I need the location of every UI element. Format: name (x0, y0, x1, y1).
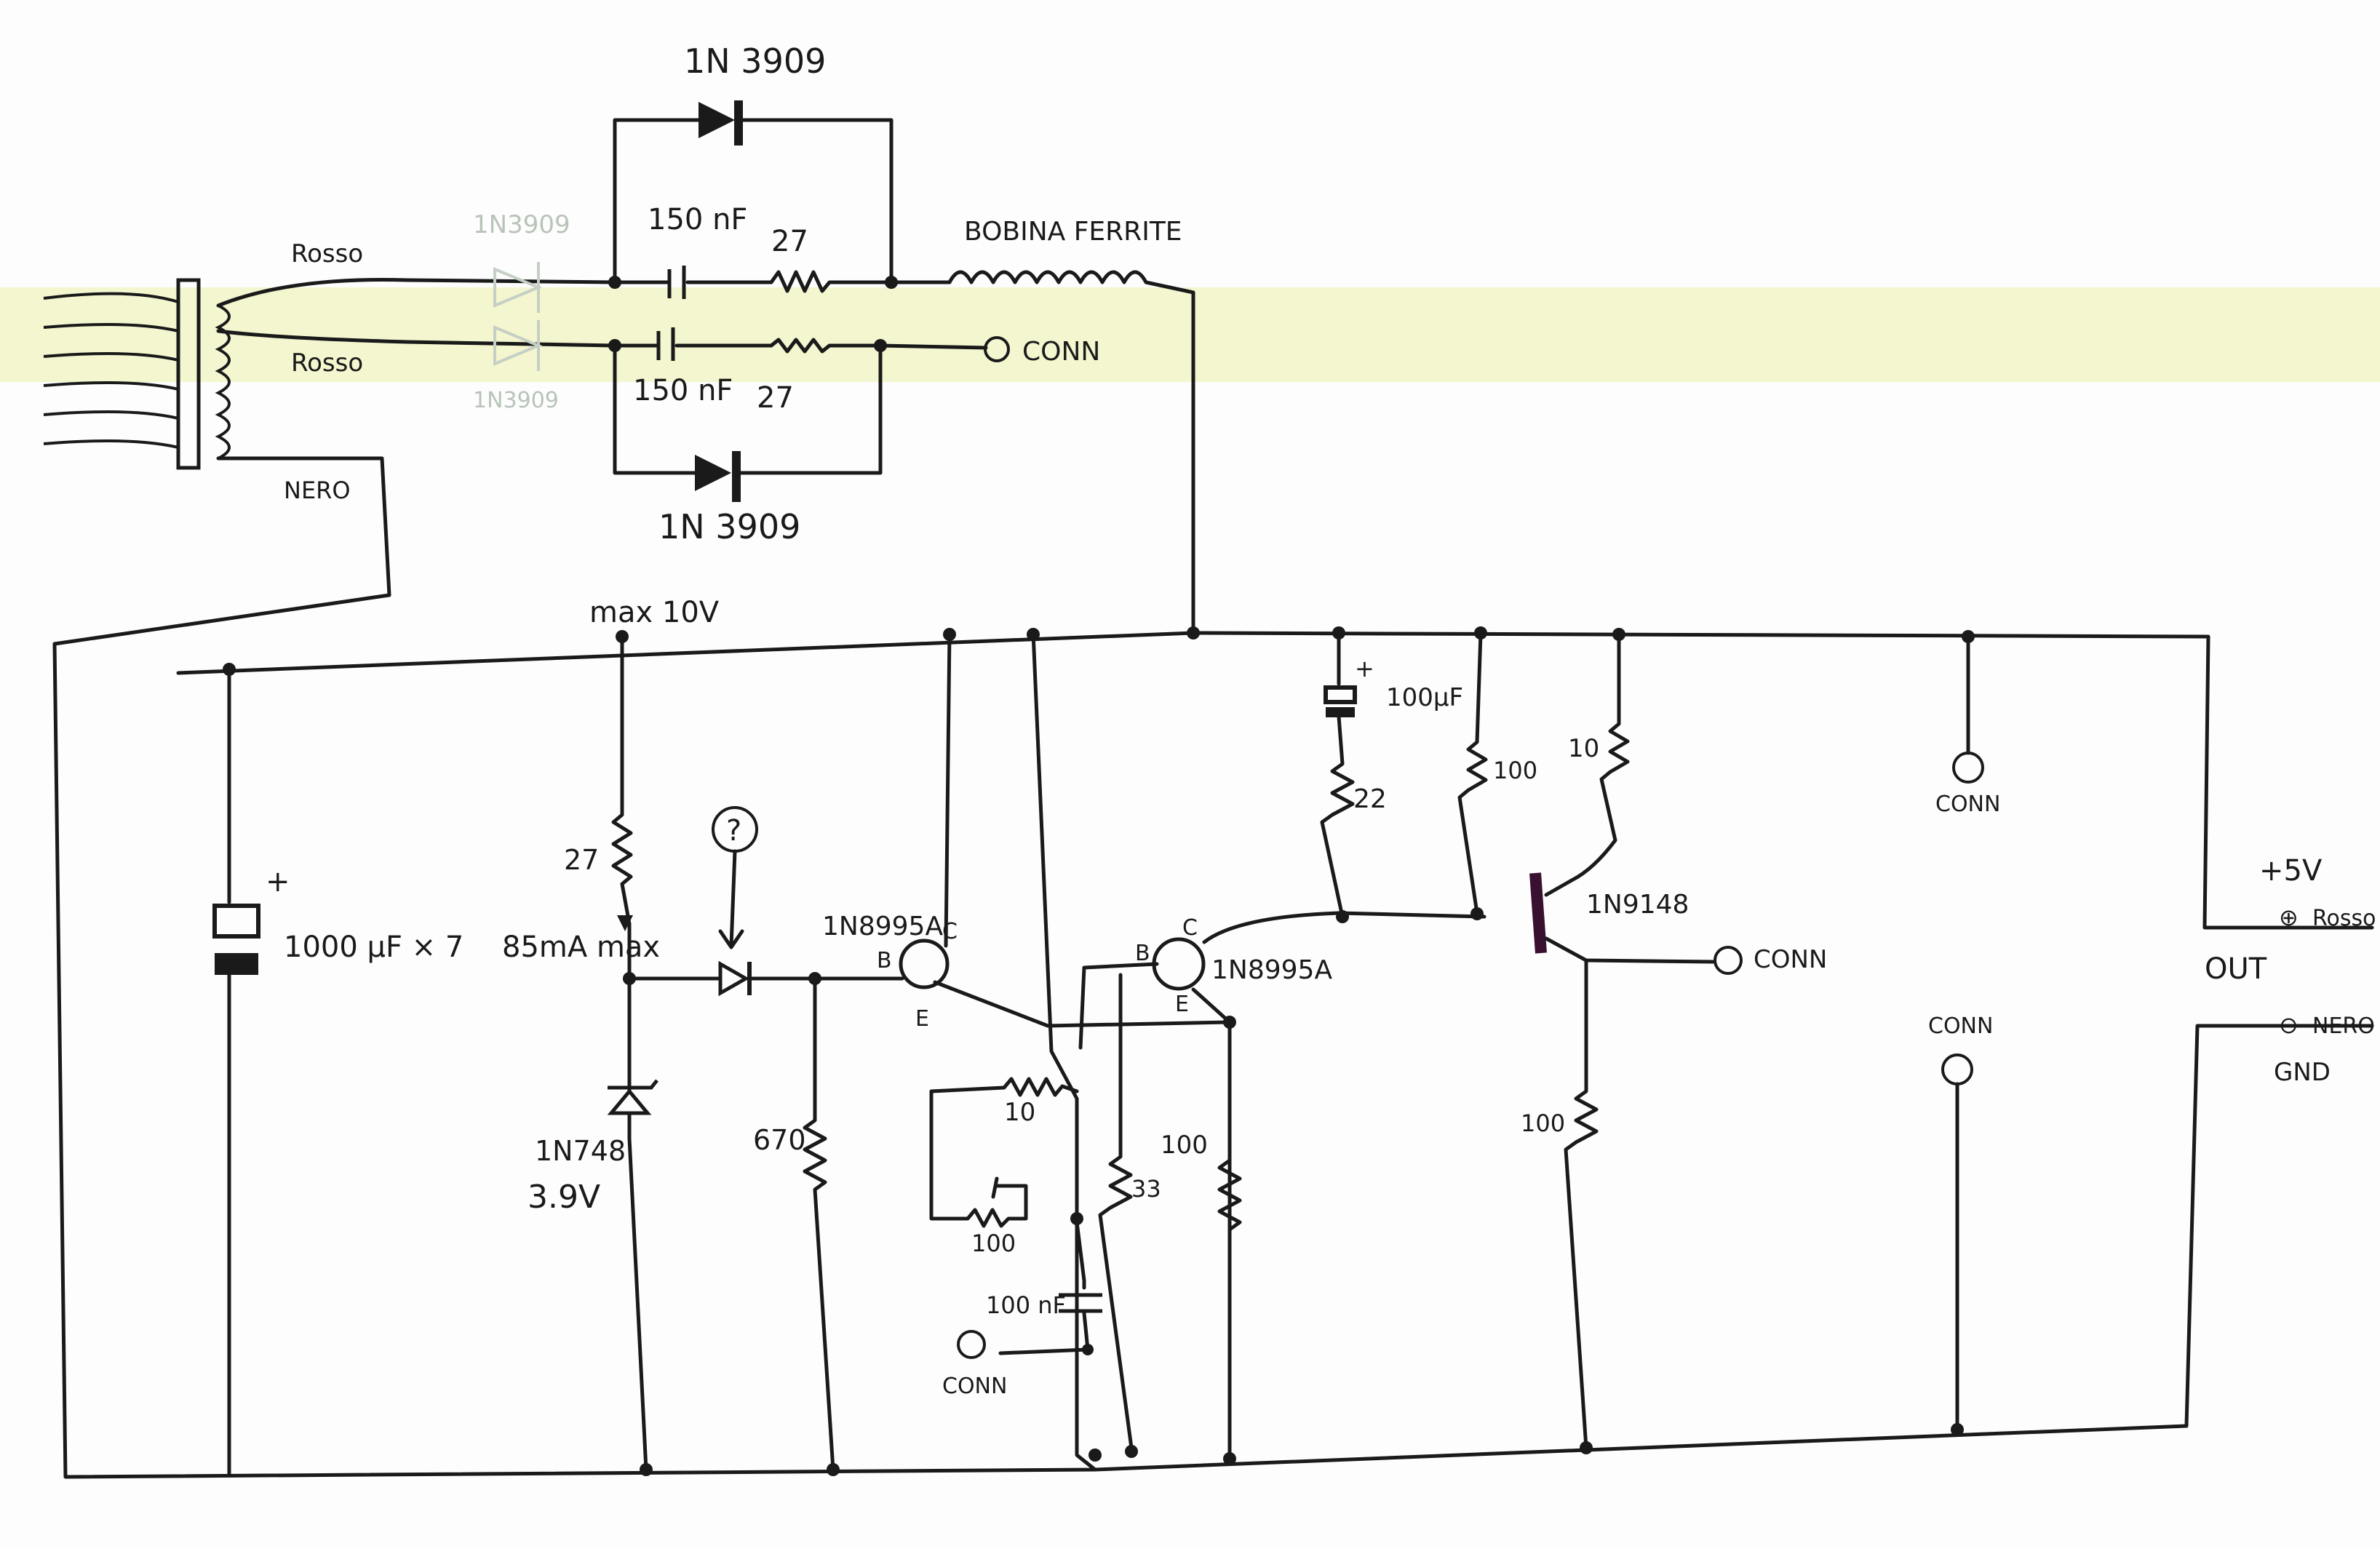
q2-pin-b: B (1135, 941, 1150, 966)
conn-terminal-coil[interactable] (984, 336, 1010, 362)
ghost-diode-label-bottom: 1N3909 (473, 388, 559, 413)
main-cap-plus: + (266, 865, 290, 898)
cap-100uf-plus: + (1355, 655, 1374, 682)
conn-label-coil: CONN (1022, 337, 1100, 367)
plus-5v-label: +5V (2259, 854, 2323, 888)
cap-100uf-label: 100µF (1386, 683, 1463, 712)
wire-label-nero: NERO (284, 477, 351, 504)
max-voltage-label: max 10V (589, 596, 720, 629)
zener-label: 1N748 (535, 1135, 626, 1167)
res-33-label: 33 (1131, 1175, 1161, 1203)
base-diode (718, 960, 752, 997)
highlight-band (0, 287, 2380, 382)
res-100-b-label: 100 (1493, 757, 1537, 784)
diode-symbol-bottom (695, 451, 741, 502)
diode-symbol-top (699, 100, 743, 146)
q1-pin-e: E (915, 1006, 929, 1032)
q2-label: 1N8995A (1211, 955, 1332, 985)
gnd-label: GND (2274, 1058, 2331, 1087)
conn-terminal-gnd[interactable] (1941, 1053, 1973, 1085)
out-label: OUT (2205, 952, 2267, 986)
conn-label-rail: CONN (1935, 792, 2000, 817)
res-670-label: 670 (753, 1124, 806, 1156)
res-10-mid-label: 10 (1004, 1098, 1035, 1127)
cap-100nf (1059, 1293, 1102, 1313)
res-27-label: 27 (564, 844, 599, 876)
cap-150nf-top (667, 266, 686, 299)
q1-pin-b: B (877, 948, 892, 973)
conn-terminal-cap[interactable] (957, 1330, 986, 1359)
q1-label: 1N8995A (822, 912, 943, 941)
cap-label-bottom: 150 nF (633, 374, 733, 407)
out-plus-sign: ⊕ (2279, 904, 2299, 931)
transformer (43, 278, 231, 470)
main-cap-label: 1000 µF × 7 (284, 931, 463, 964)
q2-pin-c: C (1182, 915, 1198, 941)
q2-pin-e: E (1175, 992, 1189, 1017)
supply-rail (176, 631, 2374, 930)
ghost-diode-bottom (493, 320, 543, 371)
pot-100-label: 100 (971, 1230, 1016, 1257)
current-label: 85mA max (502, 931, 660, 964)
res-22-label: 22 (1353, 784, 1387, 814)
res-100-a-label: 100 (1161, 1131, 1208, 1160)
transistor-q2 (1152, 937, 1206, 991)
zener-voltage: 3.9V (528, 1179, 600, 1216)
transistor-q1 (899, 939, 950, 989)
conn-label-gnd: CONN (1928, 1013, 1993, 1039)
diode-label-top: 1N 3909 (684, 41, 826, 81)
cap-label-top: 150 nF (648, 203, 747, 236)
q1-pin-c: C (942, 919, 958, 944)
main-filter-capacitor (212, 904, 260, 939)
rosso-out-label: Rosso (2312, 906, 2376, 931)
nero-out-label: NERO (2312, 1013, 2375, 1039)
q3-label: 1N9148 (1586, 890, 1689, 920)
wire-label-rosso-2: Rosso (291, 348, 363, 378)
out-minus-sign: ⊖ (2279, 1011, 2299, 1039)
conn-terminal-q3[interactable] (1714, 946, 1743, 975)
conn-label-q3: CONN (1754, 945, 1827, 974)
conn-terminal-rail[interactable] (1952, 752, 1984, 784)
cap-100nf-label: 100 nF (986, 1291, 1066, 1319)
ghost-diode-top (493, 262, 543, 313)
cap-100uf (1324, 685, 1357, 704)
res-label-bottom: 27 (757, 381, 794, 415)
probe-label: ? (726, 814, 741, 848)
conn-label-cap: CONN (942, 1374, 1007, 1399)
ghost-diode-label-top: 1N3909 (473, 210, 570, 239)
ferrite-coil (947, 270, 1195, 635)
wire-label-rosso-1: Rosso (291, 239, 363, 268)
diode-label-bottom: 1N 3909 (658, 507, 800, 546)
zener-diode (607, 1079, 658, 1115)
coil-label: BOBINA FERRITE (964, 217, 1182, 247)
res-label-top: 27 (771, 225, 808, 258)
cap-150nf-bottom (656, 327, 675, 361)
res-10-right-label: 10 (1568, 734, 1599, 763)
res-100-c-label: 100 (1521, 1109, 1565, 1137)
